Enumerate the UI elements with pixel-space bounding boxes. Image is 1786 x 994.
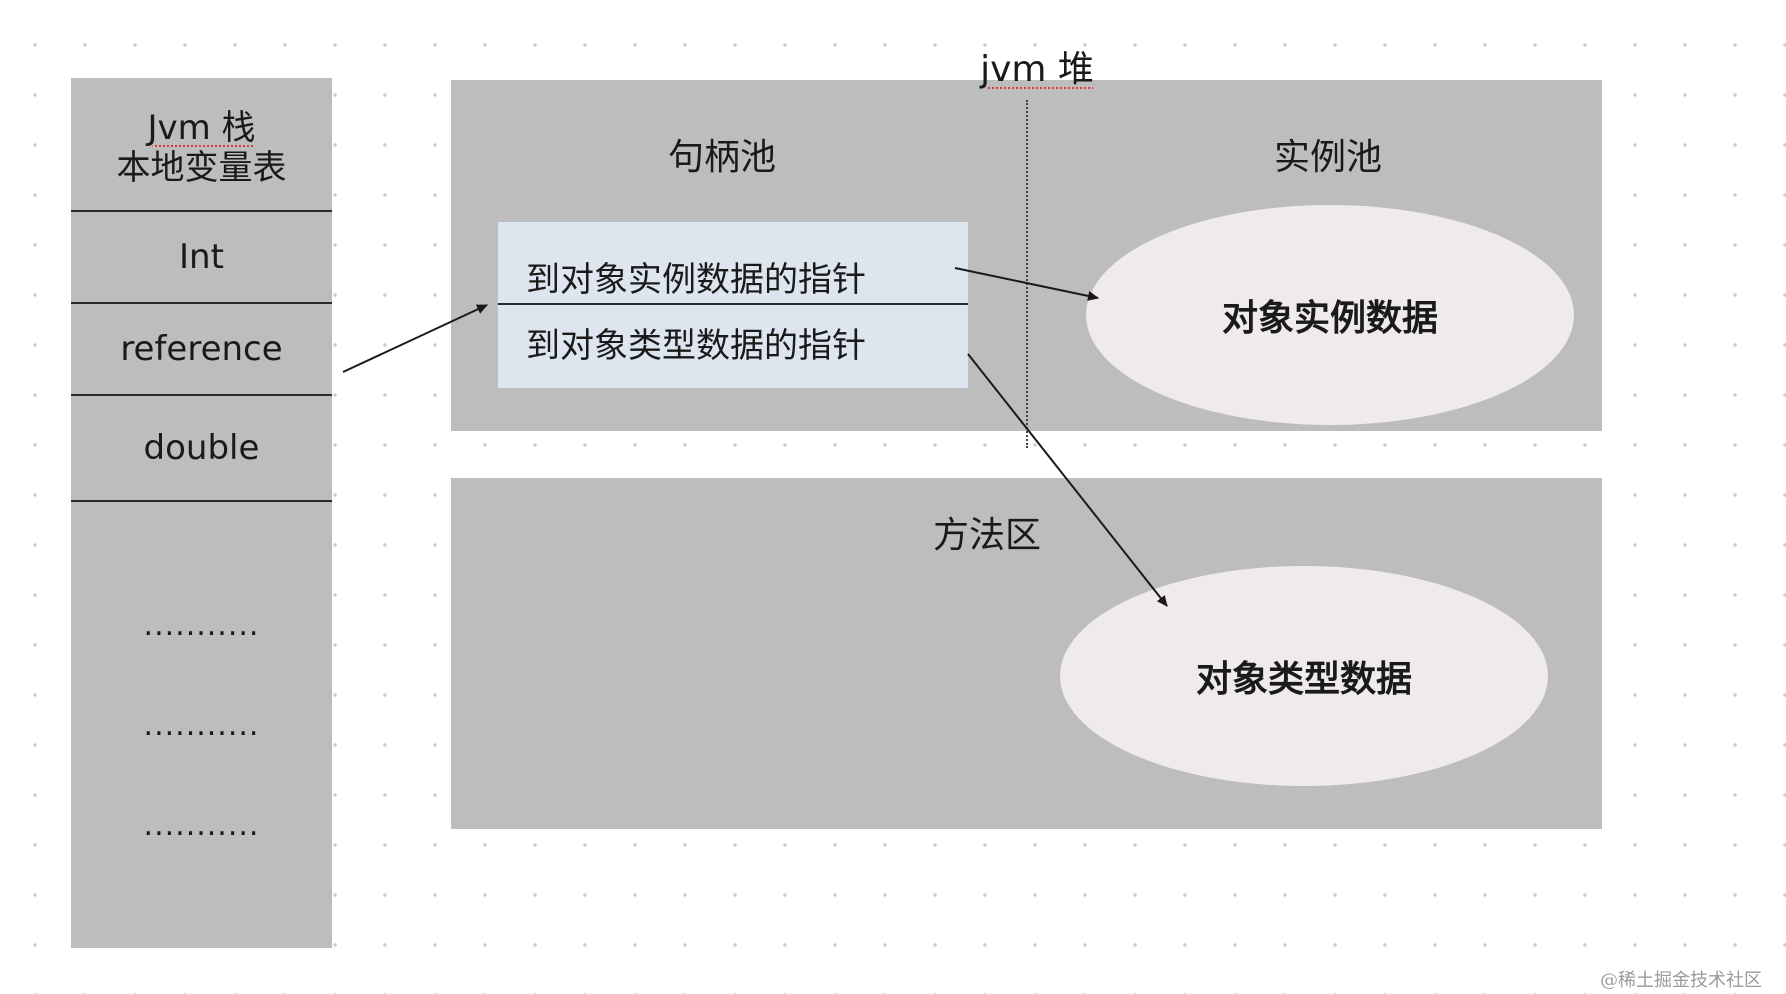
- stack-ellipsis: ...........: [143, 708, 260, 743]
- instance-pool-title: 实例池: [1273, 137, 1382, 178]
- heap-divider: [1026, 100, 1028, 448]
- instance-data-pointer: 到对象实例数据的指针: [526, 260, 866, 300]
- object-instance-data: 对象实例数据: [1086, 205, 1574, 425]
- pointer-to-instance-arrow: [954, 267, 1099, 301]
- method-area-title: 方法区: [932, 515, 1041, 556]
- type-data-pointer: 到对象类型数据的指针: [526, 326, 866, 366]
- stack-cell-int: Int: [71, 212, 332, 304]
- jvm-stack-header: Jvm 栈 本地变量表: [71, 78, 332, 212]
- reference-to-handle-arrow: [342, 304, 488, 373]
- jvm-stack-title-text: Jvm 栈: [147, 108, 256, 148]
- jvm-stack: Jvm 栈 本地变量表 Int reference double .......…: [71, 78, 332, 948]
- watermark: @稀土掘金技术社区: [1600, 970, 1762, 991]
- handle-pointer-box: 到对象实例数据的指针 到对象类型数据的指针: [498, 222, 968, 388]
- object-type-data: 对象类型数据: [1060, 566, 1548, 786]
- pointer-separator: [498, 303, 968, 305]
- object-type-data-label: 对象类型数据: [1195, 659, 1412, 700]
- object-instance-data-label: 对象实例数据: [1221, 298, 1438, 339]
- handle-pool-title: 句柄池: [667, 137, 776, 178]
- local-variable-table-title: 本地变量表: [116, 148, 287, 188]
- stack-cell-reference: reference: [71, 304, 332, 396]
- jvm-heap-title: jvm 堆: [972, 40, 1102, 92]
- stack-cell-double: double: [71, 396, 332, 502]
- jvm-heap-title-text: jvm 堆: [980, 49, 1094, 90]
- stack-ellipsis: ...........: [143, 808, 260, 843]
- stack-ellipsis: ...........: [143, 608, 260, 643]
- pointer-to-type-arrow: [967, 353, 1168, 607]
- jvm-stack-title: Jvm 栈: [71, 108, 332, 148]
